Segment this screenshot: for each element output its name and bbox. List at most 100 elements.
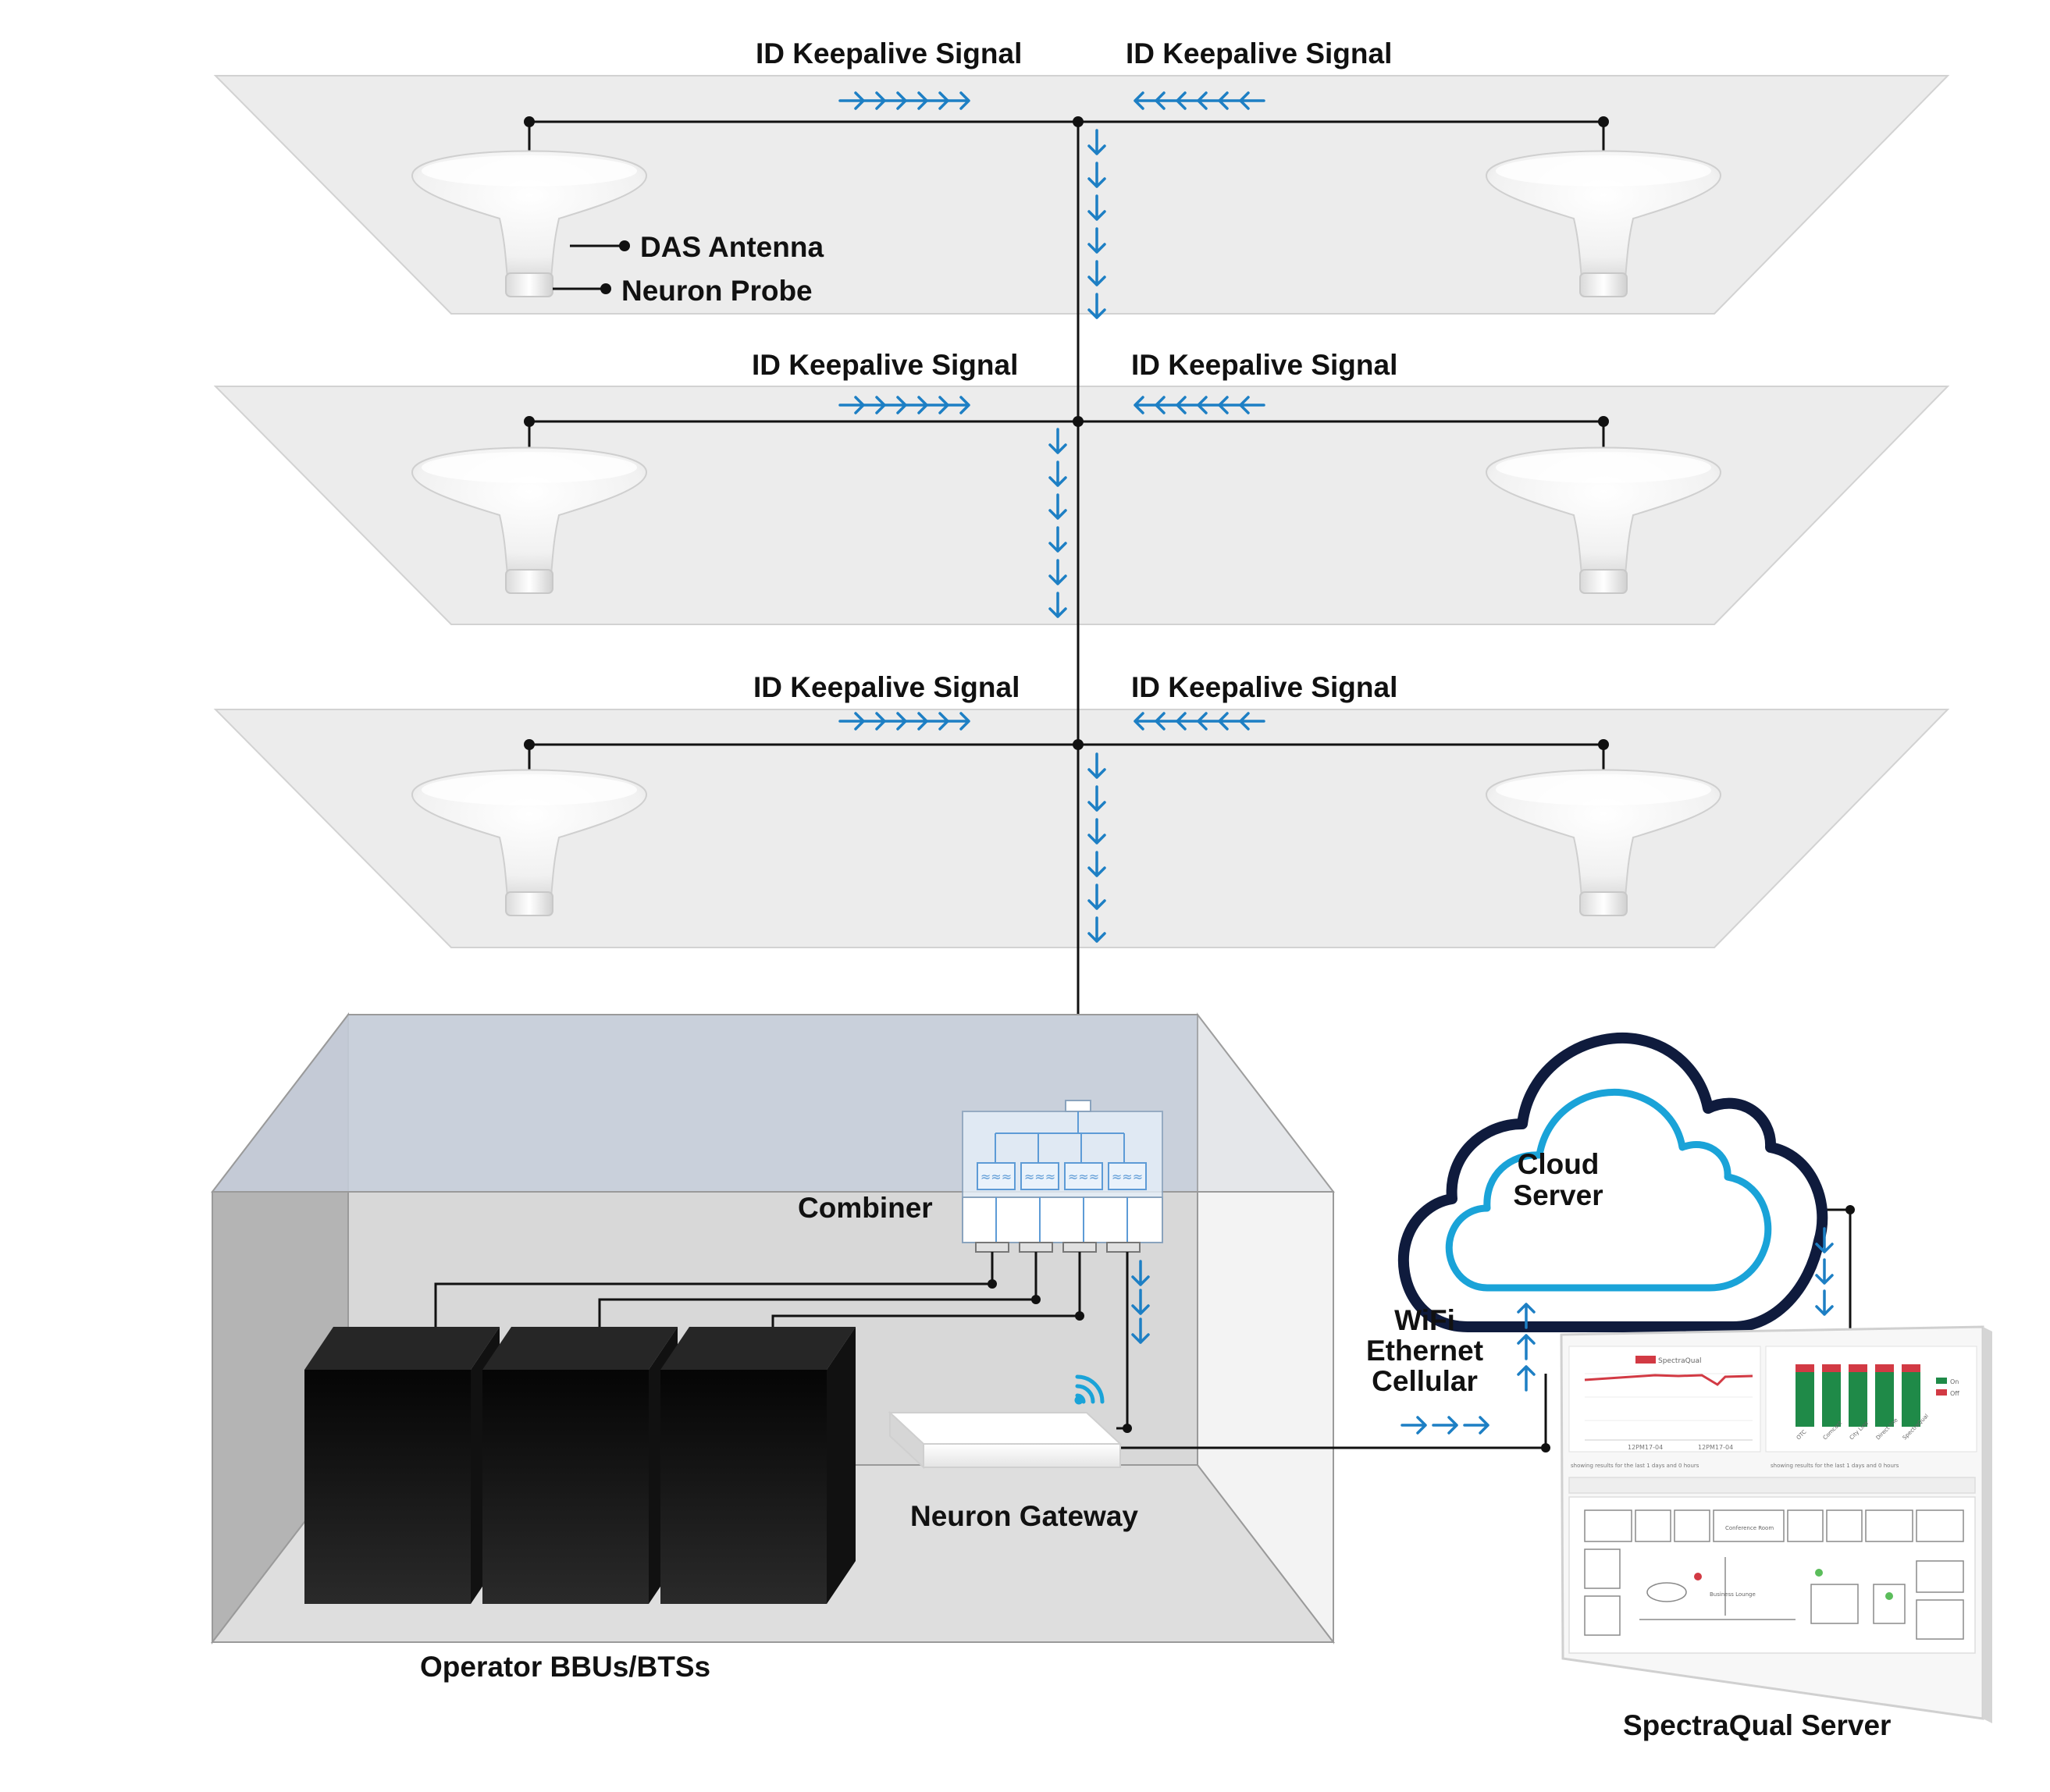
- floor-1-arrow-down-5: [1087, 260, 1106, 286]
- combiner: ≈≈≈ ≈≈≈ ≈≈≈ ≈≈≈: [962, 1100, 1163, 1253]
- cloud-server: [1397, 1032, 1828, 1332]
- floor-2-arrow-left-1: [1134, 396, 1160, 414]
- gateway-side: [889, 1410, 924, 1470]
- floor-3-arrow-down-3: [1087, 818, 1106, 844]
- cloud-label-line1: Cloud: [1517, 1148, 1600, 1180]
- room-glass-top: [210, 1014, 1336, 1193]
- chart-line: [1584, 1374, 1753, 1386]
- floor-2-signal-left-label: ID Keepalive Signal: [752, 349, 1019, 381]
- gateway-arrow-down-1: [1131, 1260, 1150, 1286]
- bar-on-1: [1796, 1372, 1814, 1427]
- floor-1-arrow-down-2: [1087, 162, 1106, 188]
- floor-1-signal-right-label: ID Keepalive Signal: [1126, 37, 1393, 69]
- x-tick-2: 12PM17-04: [1698, 1444, 1733, 1451]
- floor-3-arrow-down-6: [1087, 916, 1106, 943]
- floor-3-arrow-down-4: [1087, 851, 1106, 877]
- floor-2-node-left: [524, 416, 535, 427]
- floor-3-arrow-left-1: [1134, 712, 1160, 731]
- floor-1-arrow-left-6: [1239, 91, 1265, 110]
- floor-3-arrow-left-2: [1155, 712, 1181, 731]
- bar-off-4: [1875, 1364, 1894, 1372]
- das-antenna-leader-dot: [619, 240, 630, 251]
- server-arrow-down-2: [1815, 1258, 1834, 1285]
- cloud-link-arrow-up-1: [1517, 1303, 1536, 1329]
- floor-1-arrow-down-4: [1087, 227, 1106, 254]
- floor-1-arrow-left-5: [1218, 91, 1244, 110]
- cloud-inner-outline: [1445, 1088, 1772, 1292]
- combiner-tree: [995, 1111, 1125, 1163]
- link-type-wifi: WiFi: [1394, 1304, 1455, 1336]
- floor-3-arrow-down-1: [1087, 752, 1106, 779]
- floor-2-arrow-down-4: [1048, 526, 1067, 553]
- gateway-top: [888, 1412, 1123, 1445]
- legend-on-swatch: [1936, 1378, 1947, 1384]
- floor-2: [213, 386, 1950, 625]
- floor-2-arrow-down-3: [1048, 493, 1067, 520]
- floor-2-arrow-left-3: [1176, 396, 1202, 414]
- floor-2-arrow-left-2: [1155, 396, 1181, 414]
- floor-3-arrow-left-3: [1176, 712, 1202, 731]
- bbu-1-cable: [434, 1252, 994, 1327]
- cloud-link-arrow-right-1: [1400, 1416, 1427, 1435]
- floor-2-arrow-down-1: [1048, 428, 1067, 454]
- operator-bbu-racks: [304, 1327, 856, 1604]
- x-tick-1: 12PM17-04: [1628, 1444, 1663, 1451]
- floor-2-arrow-right-6: [944, 396, 970, 414]
- bar-off-5: [1902, 1364, 1920, 1372]
- gateway-arrow-down-2: [1131, 1289, 1150, 1315]
- screen-shadow-edge: [1983, 1327, 1992, 1723]
- bbu-rack-2: [482, 1327, 678, 1604]
- cloud-label-line2: Server: [1513, 1179, 1603, 1211]
- chart-legend-swatch: [1635, 1356, 1656, 1364]
- svg-text:≈≈≈: ≈≈≈: [981, 1169, 1012, 1184]
- floor-2-signal-right-label: ID Keepalive Signal: [1131, 349, 1398, 381]
- bbu-3-cable: [771, 1252, 1081, 1327]
- cloud-link-arrow-up-3: [1517, 1365, 1536, 1392]
- floor-3-arrow-left-6: [1239, 712, 1265, 731]
- bbu-rack-1: [304, 1327, 500, 1604]
- floor-3-arrow-down-2: [1087, 785, 1106, 812]
- cloud-server-label: Cloud Server: [1499, 1149, 1618, 1211]
- cloud-link-node: [1541, 1443, 1550, 1452]
- floor-3-arrow-right-6: [944, 712, 970, 731]
- link-types-label: WiFi Ethernet Cellular: [1347, 1305, 1503, 1396]
- combiner-body-lower: [962, 1196, 1163, 1243]
- bbu-3-cable-node: [1075, 1311, 1084, 1321]
- floor-3-arrow-left-5: [1218, 712, 1244, 731]
- floor-2-arrow-left-5: [1218, 396, 1244, 414]
- bbu-2-cable: [598, 1252, 1037, 1327]
- floor-plan-room-1: Conference Room: [1725, 1525, 1774, 1531]
- floor-2-plane: [213, 386, 1950, 625]
- floor-3-node-left: [524, 739, 535, 750]
- svg-text:≈≈≈: ≈≈≈: [1112, 1169, 1143, 1184]
- server-link-node: [1845, 1205, 1855, 1214]
- neuron-probe-leader-dot: [600, 283, 611, 294]
- svg-text:≈≈≈: ≈≈≈: [1024, 1169, 1055, 1184]
- bbu-2-cable-node: [1031, 1295, 1041, 1304]
- wifi-icon: [1074, 1374, 1105, 1405]
- bar-on-3: [1849, 1372, 1867, 1427]
- floor-1-arrow-right-6: [944, 91, 970, 110]
- link-type-ethernet: Ethernet: [1365, 1335, 1484, 1367]
- neuron-gateway-label: Neuron Gateway: [910, 1500, 1138, 1532]
- floor-1-arrow-left-4: [1197, 91, 1223, 110]
- bbu-rack-3: [660, 1327, 856, 1604]
- neuron-gateway: [888, 1374, 1123, 1470]
- floor-3-signal-right-label: ID Keepalive Signal: [1131, 671, 1398, 703]
- floor-2-node-right: [1598, 416, 1609, 427]
- floor-3-arrow-left-4: [1197, 712, 1223, 731]
- floor-3-arrow-down-5: [1087, 884, 1106, 910]
- neuron-probe-label: Neuron Probe: [621, 275, 813, 307]
- combiner-label: Combiner: [798, 1192, 933, 1224]
- bar-on-2: [1822, 1372, 1841, 1427]
- line-chart-panel: SpectraQual 12PM17-04 12PM17-04: [1568, 1346, 1761, 1452]
- floor-3-signal-left-label: ID Keepalive Signal: [753, 671, 1020, 703]
- floor-3-node-right: [1598, 739, 1609, 750]
- floor-1-node-right: [1598, 116, 1609, 127]
- cloud-link-arrow-up-2: [1517, 1334, 1536, 1360]
- floor-1: [213, 75, 1950, 315]
